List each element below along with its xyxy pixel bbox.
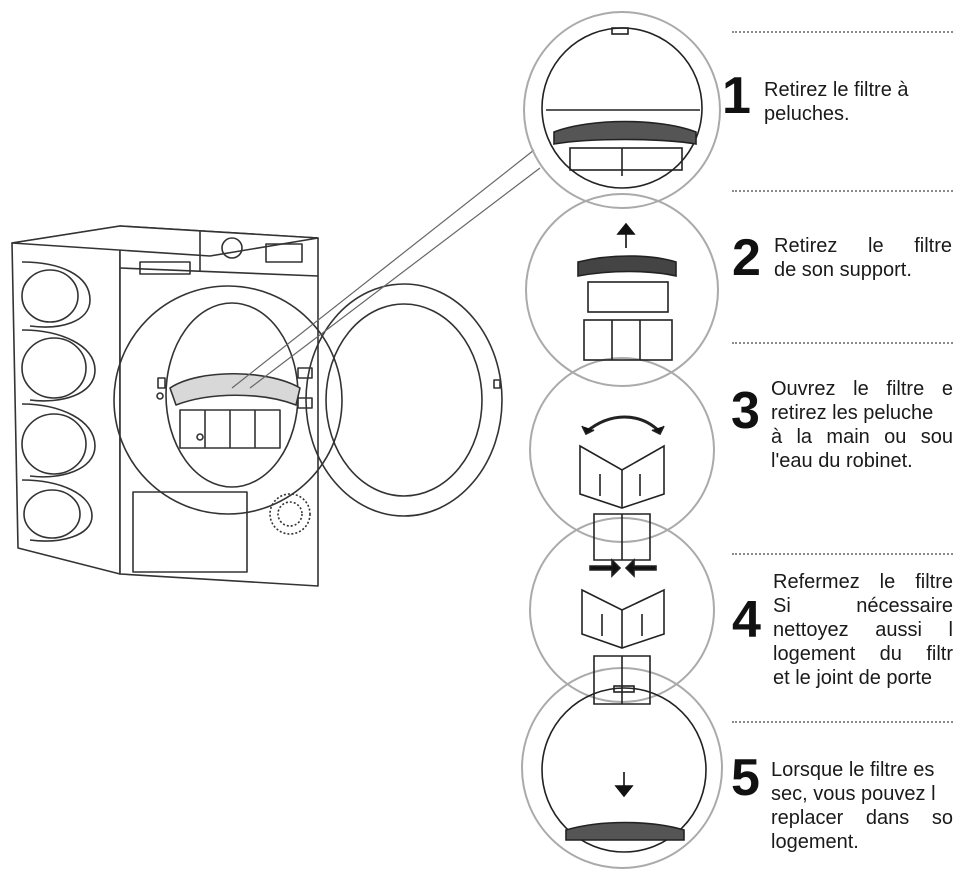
separator <box>732 553 953 555</box>
step-text-line: nettoyez aussi l <box>773 619 953 641</box>
step-text-line: l'eau du robinet. <box>771 450 913 472</box>
step-text-line: peluches. <box>764 103 850 125</box>
filter-insert-icon <box>541 685 707 853</box>
separator <box>732 342 953 344</box>
step-number: 5 <box>731 749 760 807</box>
step-number: 3 <box>731 382 760 440</box>
step-number: 2 <box>732 229 761 287</box>
step-text: Retirez le filtre à peluches. <box>764 78 953 126</box>
dryer-body <box>11 225 319 587</box>
step-text-line: replacer dans so <box>771 807 953 829</box>
step-text-line: Refermez le filtre <box>773 571 953 593</box>
filter-lift-icon <box>577 222 677 361</box>
filter-close-icon <box>581 558 665 705</box>
filter-open-icon <box>579 415 665 561</box>
kickplate <box>132 491 311 573</box>
step-text: Lorsque le filtre es sec, vous pouvez l … <box>771 758 953 854</box>
step-text-line: Retirez le filtre à <box>764 79 909 101</box>
step-text-line: de son support. <box>774 259 912 281</box>
step-text-line: à la main ou sou <box>771 426 953 448</box>
step-text-line: logement. <box>771 831 859 853</box>
zoom-line <box>231 149 535 389</box>
step-text: Refermez le filtre Si nécessaire nettoye… <box>773 570 953 690</box>
separator <box>732 721 953 723</box>
step-text-line: Ouvrez le filtre e <box>771 378 953 400</box>
step-text: Retirez le filtre de son support. <box>774 234 952 282</box>
drum-opening <box>113 285 343 515</box>
step-number: 1 <box>722 67 751 125</box>
zoom-line <box>249 167 541 389</box>
step-text-line: Si nécessaire <box>773 595 953 617</box>
step-text-line: Retirez le filtre <box>774 235 952 257</box>
open-door <box>297 283 503 517</box>
separator <box>732 31 953 33</box>
step-text-line: et le joint de porte <box>773 667 932 689</box>
step-text-line: logement du filtr <box>773 643 953 665</box>
separator <box>732 190 953 192</box>
step-text-line: Lorsque le filtre es <box>771 759 935 781</box>
lint-filter-slot-icon <box>541 27 703 189</box>
step-text: Ouvrez le filtre e retirez les peluche à… <box>771 377 953 473</box>
step-text-line: retirez les peluche <box>771 402 934 424</box>
step-text-line: sec, vous pouvez l <box>771 783 936 805</box>
step-number: 4 <box>732 591 761 649</box>
control-panel <box>119 230 319 277</box>
